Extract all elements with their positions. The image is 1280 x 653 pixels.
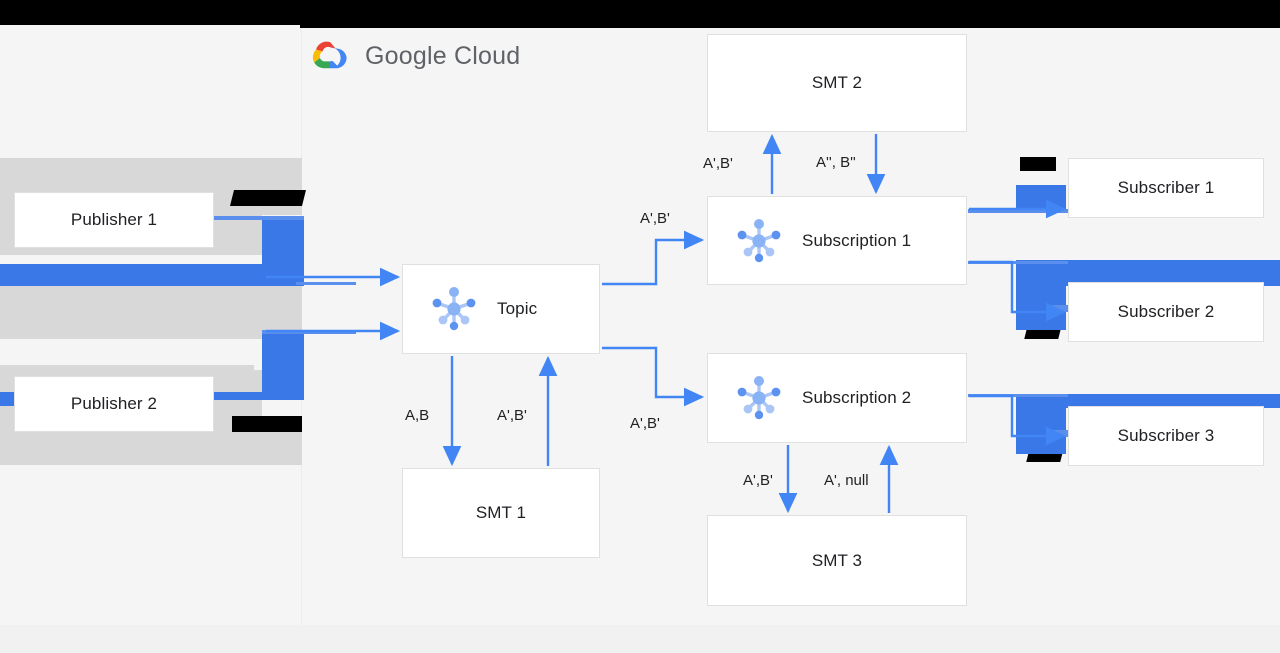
node-publisher-1[interactable]: Publisher 1 xyxy=(14,192,214,248)
blue-thin-line-pub1 xyxy=(214,216,304,220)
blue-artifact-strip-sub3 xyxy=(1016,394,1280,408)
blue-thin-line-pub1b xyxy=(296,282,356,285)
node-label-smt-2: SMT 2 xyxy=(811,73,863,92)
bottom-strip xyxy=(0,625,1280,653)
node-smt-3[interactable]: SMT 3 xyxy=(707,515,967,606)
blue-artifact-strip-pub2 xyxy=(0,392,14,406)
blue-thin-line-sub1 xyxy=(968,209,1068,213)
node-label-smt-1: SMT 1 xyxy=(475,503,527,522)
node-topic[interactable]: Topic xyxy=(402,264,600,354)
label-smt3-to-sub2: A', null xyxy=(824,472,869,489)
node-label-topic: Topic xyxy=(497,299,538,318)
node-smt-1[interactable]: SMT 1 xyxy=(402,468,600,558)
label-topic-to-smt1: A,B xyxy=(405,407,430,424)
node-smt-2[interactable]: SMT 2 xyxy=(707,34,967,132)
brand-google: Google xyxy=(365,41,447,70)
label-smt1-to-topic: A',B' xyxy=(497,407,527,424)
node-label-publisher-1: Publisher 1 xyxy=(70,210,158,229)
black-redaction-bar-sub1 xyxy=(1020,157,1056,171)
node-label-subscriber-1: Subscriber 1 xyxy=(1117,178,1215,197)
label-topic-to-sub2: A',B' xyxy=(630,415,660,432)
pubsub-icon xyxy=(737,218,781,262)
label-sub1-to-smt2: A',B' xyxy=(703,155,733,172)
node-subscriber-1[interactable]: Subscriber 1 xyxy=(1068,158,1264,218)
black-redaction-bar-pub2 xyxy=(232,416,302,432)
top-black-bar-right xyxy=(300,0,1280,28)
node-subscription-2[interactable]: Subscription 2 xyxy=(707,353,967,443)
node-subscription-1[interactable]: Subscription 1 xyxy=(707,196,967,285)
pubsub-icon xyxy=(432,287,476,331)
gray-artifact-band-4 xyxy=(0,283,302,339)
blue-thin-line-sub3b xyxy=(1046,430,1070,437)
node-label-publisher-2: Publisher 2 xyxy=(70,394,158,413)
blue-artifact-strip-pub1 xyxy=(0,264,262,286)
gray-artifact-band-7 xyxy=(0,432,302,465)
node-label-subscription-2: Subscription 2 xyxy=(802,388,912,407)
gray-artifact-band-3 xyxy=(214,215,262,255)
top-black-bar-left xyxy=(0,0,300,25)
node-subscriber-2[interactable]: Subscriber 2 xyxy=(1068,282,1264,342)
brand-cloud: Cloud xyxy=(453,41,521,70)
blue-artifact-block-sub2 xyxy=(1016,260,1066,330)
node-subscriber-3[interactable]: Subscriber 3 xyxy=(1068,406,1264,466)
label-topic-to-sub1: A',B' xyxy=(640,210,670,227)
label-sub2-to-smt3: A',B' xyxy=(743,472,773,489)
blue-artifact-block-sub1 xyxy=(1016,185,1066,212)
node-label-subscription-1: Subscription 1 xyxy=(802,230,912,250)
node-label-smt-3: SMT 3 xyxy=(811,550,863,570)
pubsub-icon xyxy=(737,376,781,420)
google-cloud-logo-icon xyxy=(312,41,347,69)
label-smt2-to-sub1: A'', B'' xyxy=(816,154,856,171)
blue-artifact-block-pub2 xyxy=(262,332,304,398)
google-cloud-logo: Google Cloud xyxy=(308,38,520,74)
blue-artifact-strip-pub2b xyxy=(214,392,304,400)
node-publisher-2[interactable]: Publisher 2 xyxy=(14,376,214,432)
blue-artifact-block-sub3 xyxy=(1016,394,1066,454)
blue-artifact-block-pub1 xyxy=(262,218,304,286)
blue-thin-line-sub2 xyxy=(968,261,1068,264)
google-cloud-wordmark: Google Cloud xyxy=(365,42,520,71)
node-label-subscriber-2: Subscriber 2 xyxy=(1117,302,1215,321)
blue-thin-line-sub2b xyxy=(1046,305,1070,312)
black-redaction-bar-pub1 xyxy=(230,190,306,206)
blue-thin-line-sub3 xyxy=(968,394,1068,397)
node-label-subscriber-3: Subscriber 3 xyxy=(1117,426,1215,445)
blue-thin-line-pub2 xyxy=(262,330,356,334)
